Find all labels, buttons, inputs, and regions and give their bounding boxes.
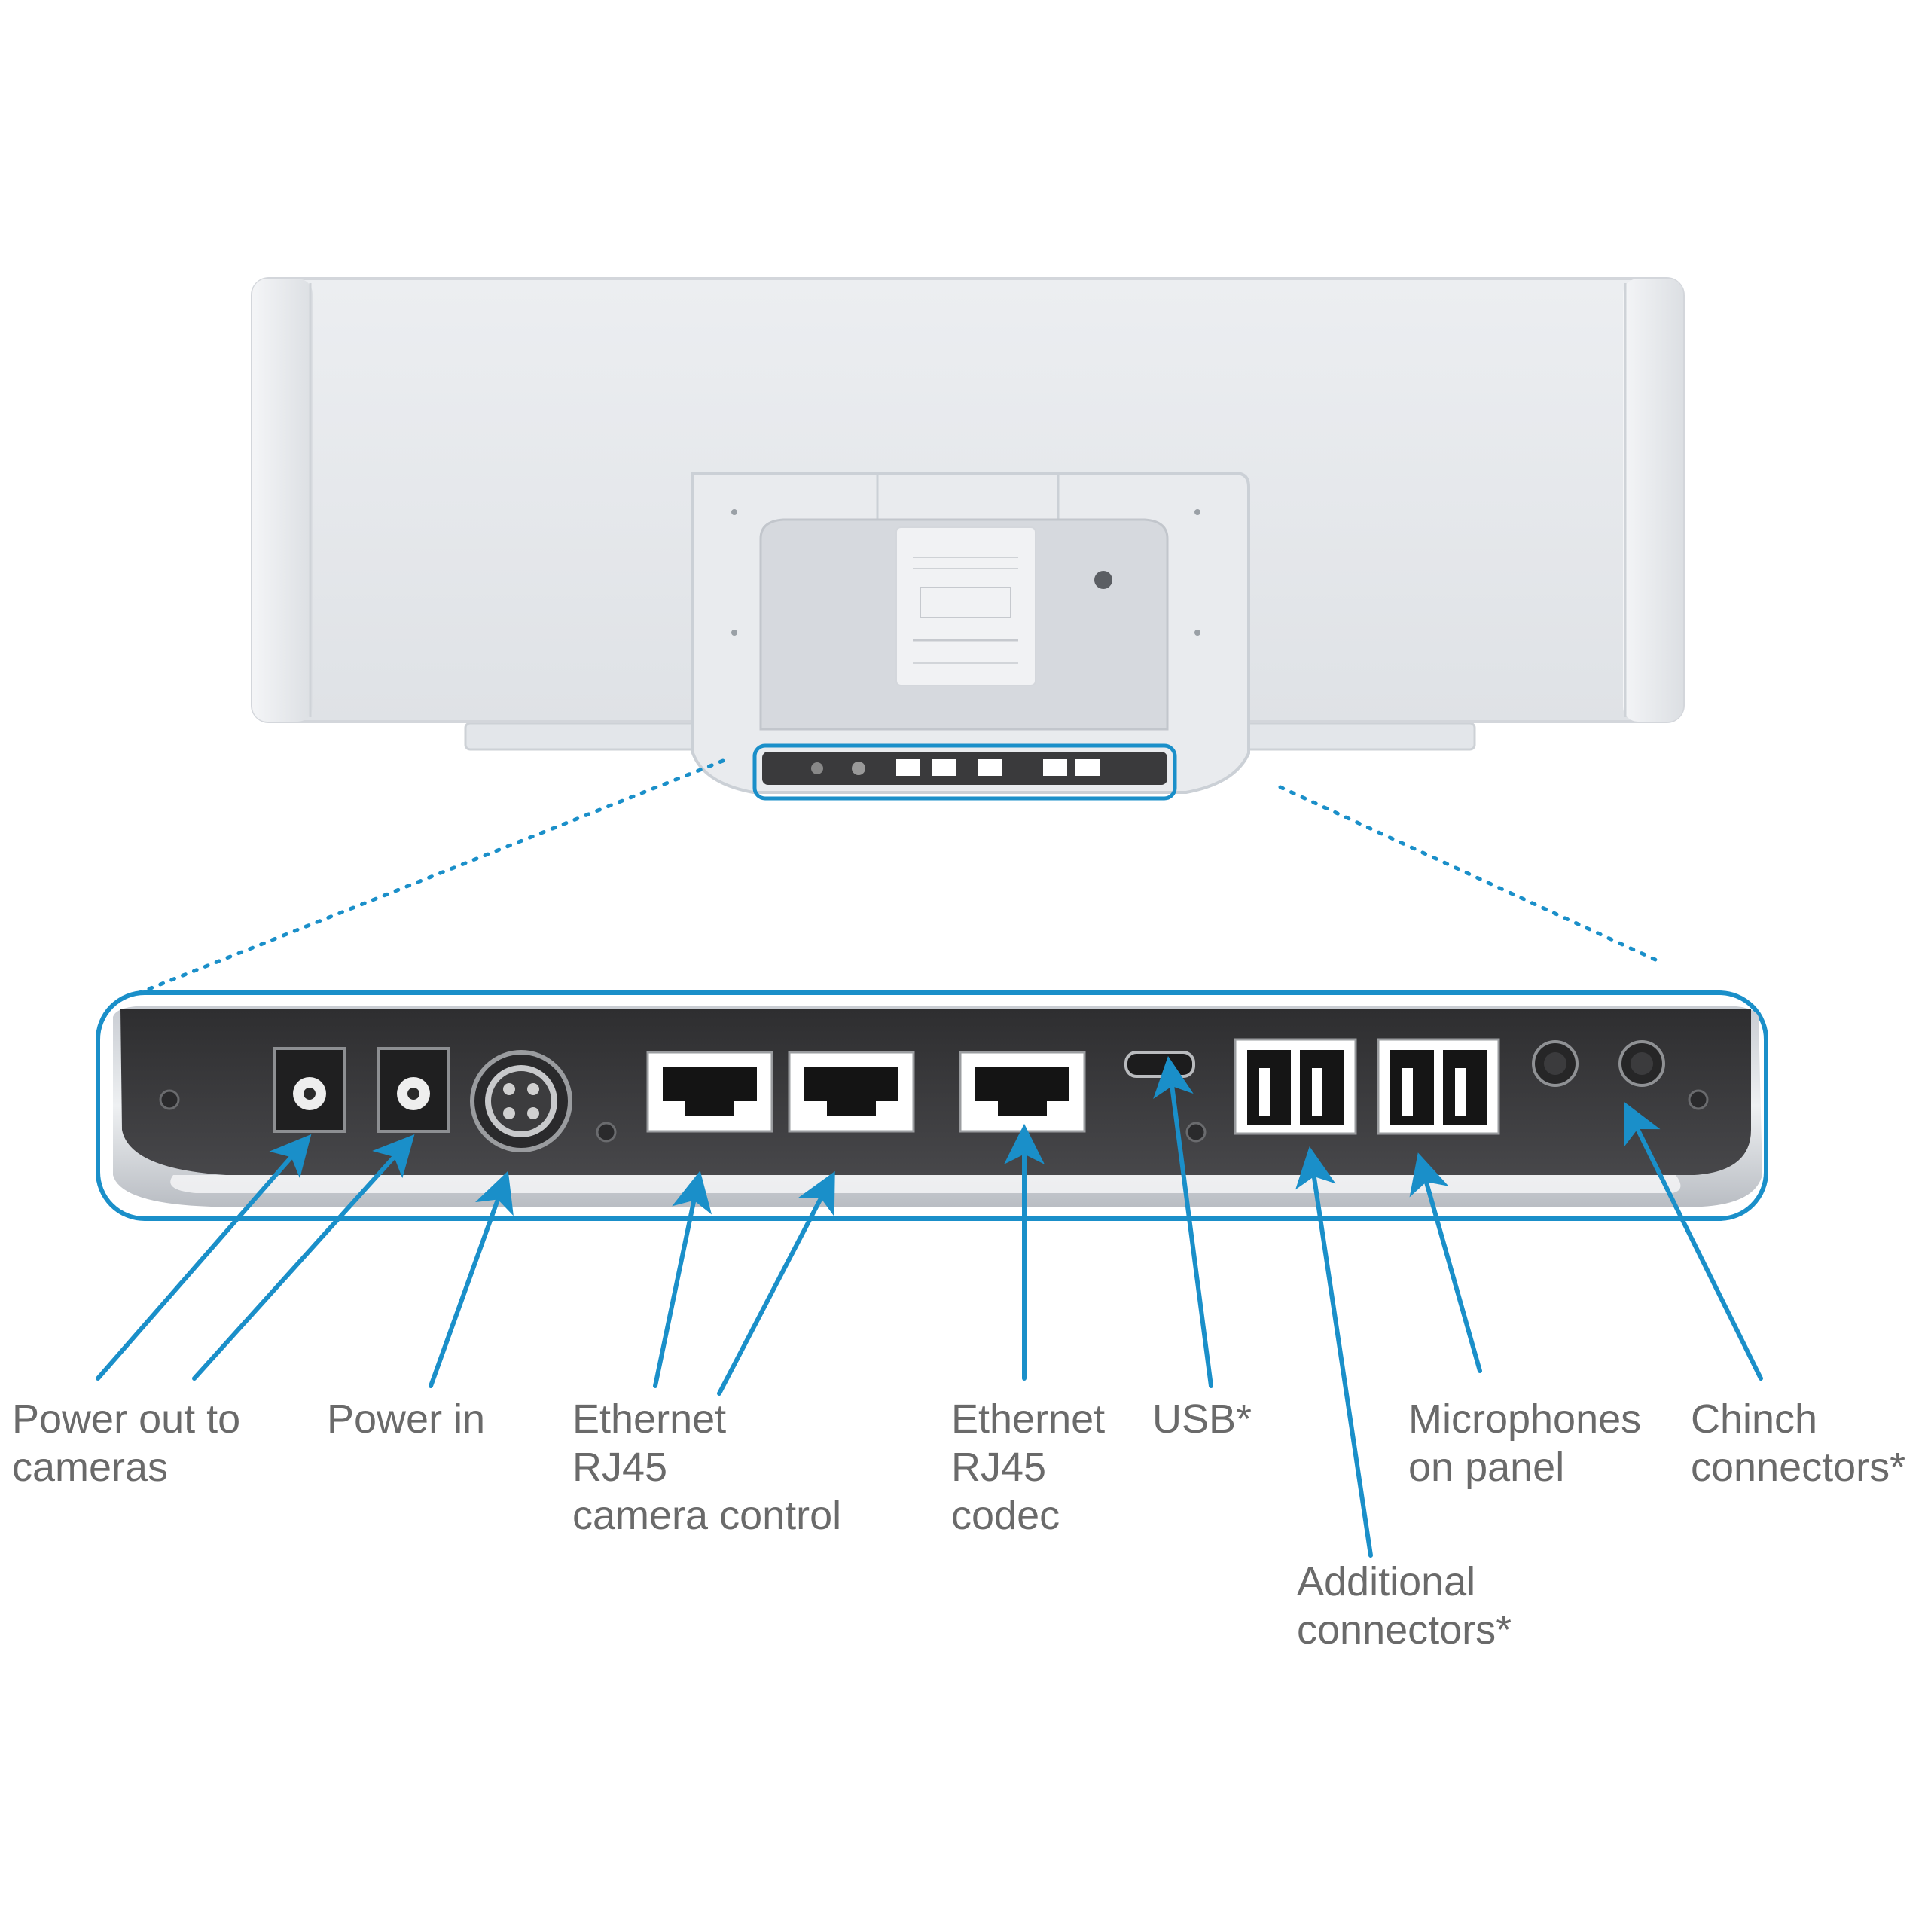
label-microphones-on-panel: Microphones on panel [1408, 1395, 1641, 1491]
rj45-port-icon [959, 1051, 1086, 1133]
label-line: USB* [1152, 1396, 1252, 1442]
label-additional-connectors: Additional connectors* [1297, 1558, 1512, 1654]
label-line: Ethernet [951, 1396, 1106, 1442]
callout-arrow-icon [429, 1170, 514, 1388]
dc-barrel-jack-icon [377, 1047, 450, 1133]
callout-arrow-icon [192, 1134, 415, 1381]
label-power-in: Power in [327, 1395, 485, 1443]
callout-arrow-icon [653, 1170, 712, 1388]
callout-arrow-icon [1295, 1146, 1373, 1558]
label-line: Ethernet [572, 1396, 727, 1442]
euroblock-connector-icon [1234, 1038, 1357, 1135]
callout-arrow-icon [1624, 1101, 1763, 1381]
callout-arrow-icon [1153, 1055, 1213, 1388]
label-line: Microphones [1408, 1396, 1642, 1442]
label-ethernet-camera-control: Ethernet RJ45 camera control [572, 1395, 841, 1540]
callout-arrow-icon [717, 1170, 835, 1396]
label-line: on panel [1408, 1445, 1565, 1490]
label-line: Power in [327, 1396, 486, 1442]
rj45-port-icon [788, 1051, 915, 1133]
label-ethernet-codec: Ethernet RJ45 codec [951, 1395, 1105, 1540]
din-power-jack-icon [470, 1050, 572, 1152]
label-chinch-connectors: Chinch connectors* [1691, 1395, 1905, 1491]
label-line: connectors* [1691, 1445, 1906, 1490]
rca-jack-icon [1618, 1040, 1665, 1087]
label-line: Additional [1297, 1559, 1476, 1604]
device-rear-view [251, 277, 1685, 801]
label-usb: USB* [1152, 1395, 1252, 1443]
connector-panel-closeup [96, 990, 1768, 1221]
callout-arrows [96, 1055, 1763, 1558]
label-line: RJ45 [572, 1445, 668, 1490]
rca-jack-icon [1532, 1040, 1579, 1087]
callout-arrow-icon [96, 1134, 312, 1381]
label-line: connectors* [1297, 1607, 1512, 1653]
zoom-guide-lines [133, 758, 1659, 997]
label-power-out-to-cameras: Power out to cameras [12, 1395, 240, 1491]
micro-usb-port-icon [1124, 1051, 1195, 1078]
label-line: Chinch [1691, 1396, 1818, 1442]
label-line: cameras [12, 1445, 169, 1490]
dc-barrel-jack-icon [273, 1047, 346, 1133]
label-line: RJ45 [951, 1445, 1047, 1490]
rj45-port-icon [646, 1051, 773, 1133]
euroblock-connector-icon [1377, 1038, 1500, 1135]
label-line: codec [951, 1493, 1060, 1538]
label-line: camera control [572, 1493, 842, 1538]
label-line: Power out to [12, 1396, 241, 1442]
callout-arrow-icon [1409, 1152, 1482, 1373]
